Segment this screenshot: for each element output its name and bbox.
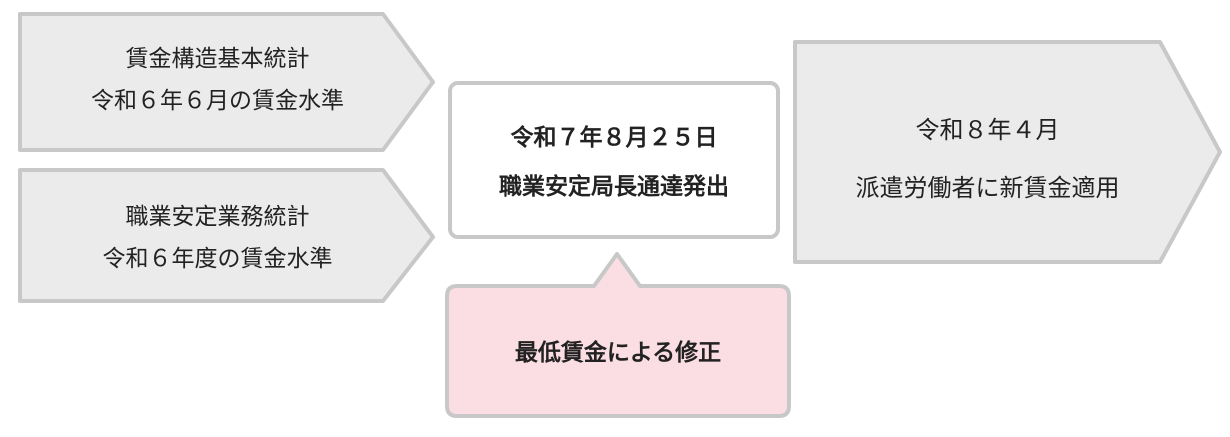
correction-callout-shape bbox=[445, 252, 791, 418]
wage-structure-arrow-shape bbox=[18, 12, 435, 152]
notice-description: 職業安定局長通達発出 bbox=[499, 174, 729, 200]
application-description: 派遣労働者に新賃金適用 bbox=[855, 174, 1120, 202]
employment-security-title: 職業安定業務統計 bbox=[125, 204, 310, 230]
notice-date: 令和７年８月２５日 bbox=[510, 125, 718, 151]
employment-security-statistics-label: 職業安定業務統計 令和６年度の賃金水準 bbox=[20, 206, 415, 271]
wage-structure-period: 令和６年６月の賃金水準 bbox=[91, 88, 344, 114]
notice-box-shape bbox=[448, 81, 780, 239]
application-arrow-shape bbox=[793, 40, 1222, 264]
employment-security-period: 令和６年度の賃金水準 bbox=[102, 246, 333, 272]
employment-security-arrow-shape bbox=[18, 168, 435, 303]
wage-structure-title: 賃金構造基本統計 bbox=[125, 46, 310, 72]
wage-structure-statistics-label: 賃金構造基本統計 令和６年６月の賃金水準 bbox=[20, 48, 415, 113]
notice-label: 令和７年８月２５日 職業安定局長通達発出 bbox=[450, 127, 778, 199]
correction-label: 最低賃金による修正 bbox=[514, 340, 722, 366]
application-date: 令和８年４月 bbox=[915, 116, 1060, 144]
application-label: 令和８年４月 派遣労働者に新賃金適用 bbox=[795, 118, 1180, 200]
